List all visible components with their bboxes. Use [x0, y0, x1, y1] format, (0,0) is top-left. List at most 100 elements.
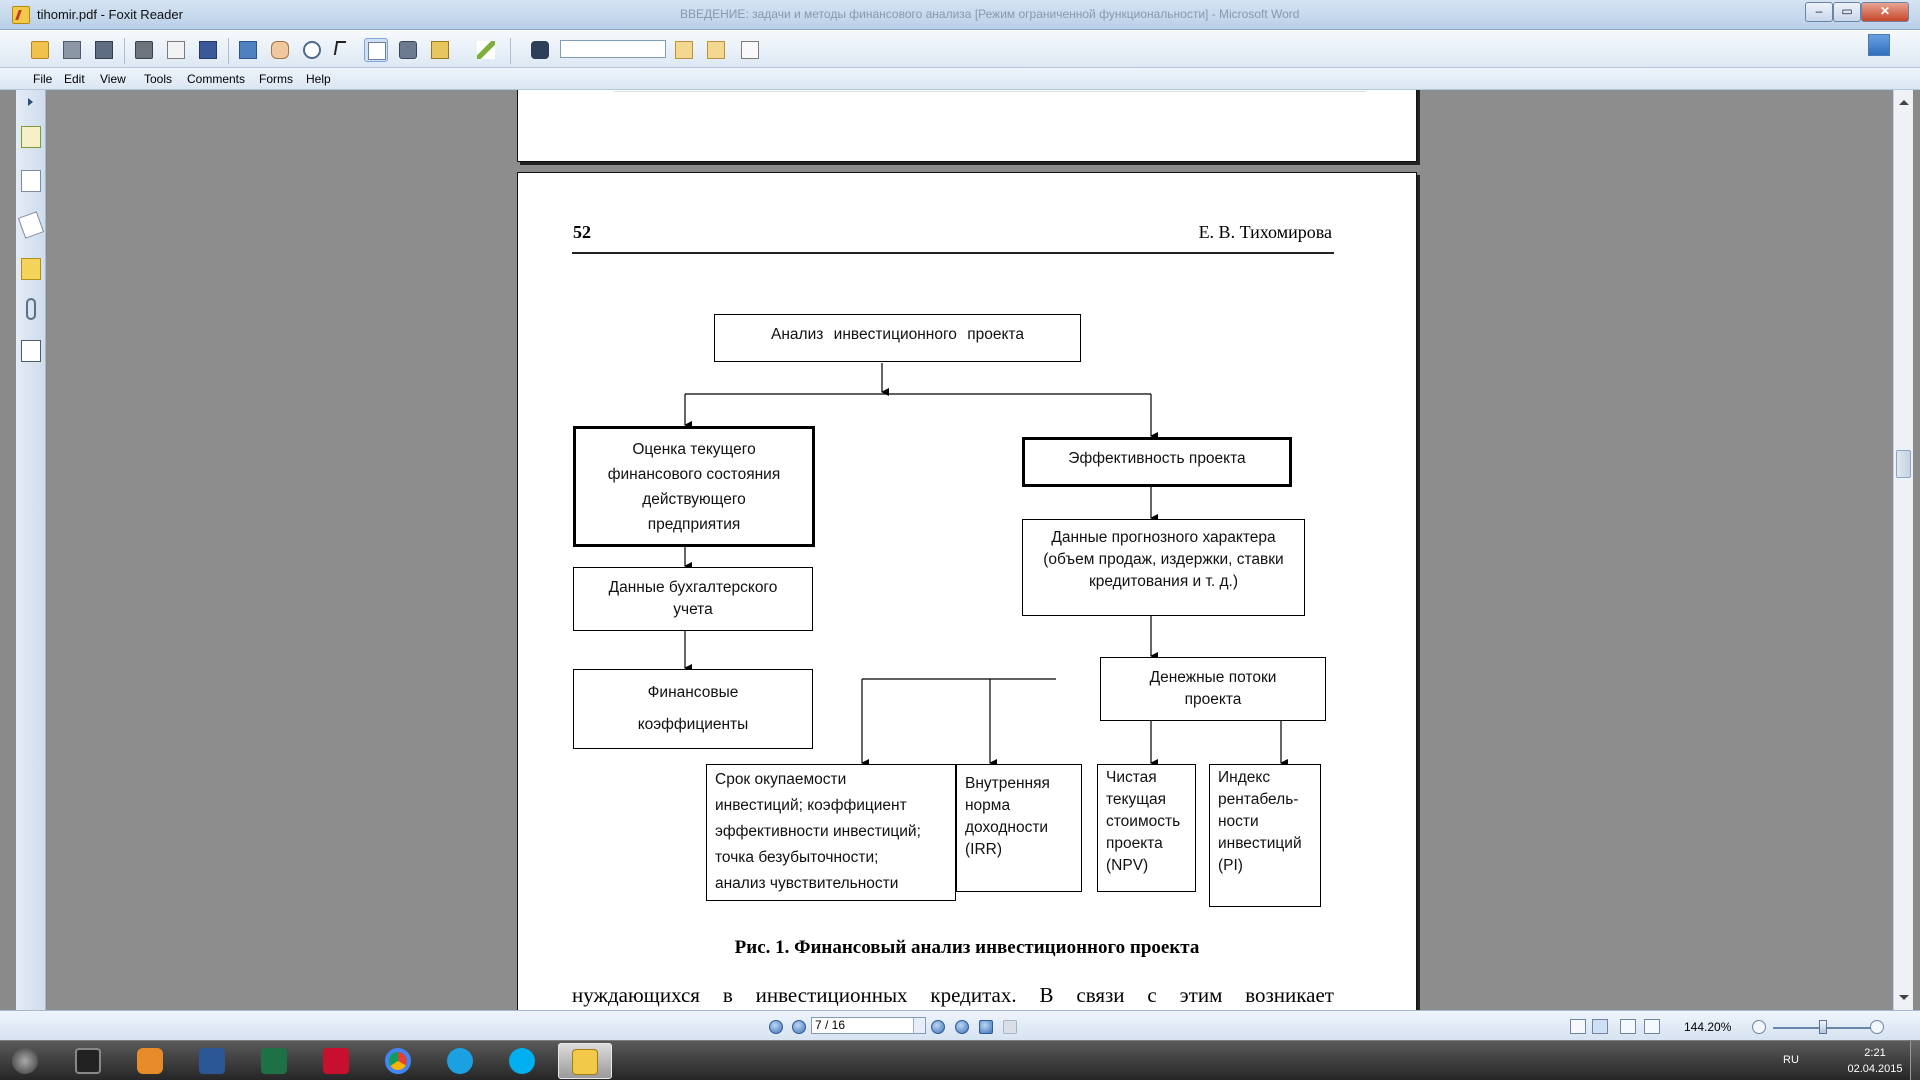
- taskbar-excel[interactable]: [248, 1043, 302, 1079]
- select-tool-icon[interactable]: [332, 38, 356, 62]
- menu-forms[interactable]: Forms: [259, 72, 293, 86]
- window-title: tihomir.pdf - Foxit Reader: [37, 7, 183, 22]
- restore-toolbar-icon[interactable]: [1868, 34, 1890, 56]
- menu-help[interactable]: Help: [306, 72, 331, 86]
- box-current-financial-state-line-4: предприятия: [647, 515, 741, 533]
- current-page: 52 Е. В. Тихомирова: [517, 172, 1417, 1010]
- box-npv-line-4: проекта: [1106, 835, 1163, 852]
- expand-panel-icon[interactable]: [28, 98, 33, 106]
- start-button[interactable]: [0, 1043, 54, 1079]
- box-npv-line-1: Чистая: [1106, 769, 1157, 786]
- show-desktop-button[interactable]: [1910, 1041, 1920, 1080]
- vertical-scrollbar[interactable]: [1893, 90, 1913, 1010]
- page-number-field[interactable]: 7 / 16: [811, 1017, 926, 1034]
- hand-tool-icon[interactable]: [268, 38, 292, 62]
- box-current-financial-state-line-3: действующего: [642, 490, 746, 508]
- continuous-facing-view-icon[interactable]: [1644, 1019, 1660, 1034]
- page-dropdown-icon[interactable]: [913, 1018, 925, 1033]
- previous-page-text-line: [614, 91, 1366, 92]
- save-all-icon[interactable]: [92, 38, 116, 62]
- document-viewport[interactable]: 52 Е. В. Тихомирова: [47, 90, 1893, 1010]
- page-header-author: Е. В. Тихомирова: [1198, 222, 1332, 242]
- taskbar-zynga[interactable]: [310, 1043, 364, 1079]
- zoom-slider-thumb[interactable]: [1819, 1020, 1827, 1034]
- taskbar-media-player[interactable]: [124, 1043, 178, 1079]
- taskbar-camera-app[interactable]: [62, 1043, 116, 1079]
- zoom-tool-icon[interactable]: [300, 38, 324, 62]
- zoom-out-icon[interactable]: [1752, 1020, 1766, 1034]
- taskbar-foxit-reader[interactable]: [558, 1043, 612, 1079]
- maximize-button[interactable]: ▭: [1833, 2, 1861, 22]
- box-payback-metrics-line-1: Срок окупаемости: [715, 771, 847, 788]
- box-project-efficiency: Эффективность проекта: [1022, 437, 1292, 487]
- taskbar-skype[interactable]: [496, 1043, 550, 1079]
- scrollbar-thumb[interactable]: [1896, 450, 1911, 478]
- taskbar-internet-explorer[interactable]: [434, 1043, 488, 1079]
- next-page-icon[interactable]: [931, 1020, 945, 1034]
- typewriter-icon[interactable]: [428, 38, 452, 62]
- zoom-level[interactable]: 144.20%: [1684, 1020, 1732, 1034]
- scroll-up-icon[interactable]: [1899, 100, 1909, 105]
- find-icon[interactable]: [528, 38, 552, 62]
- diagram-connectors: [684, 363, 1288, 767]
- menu-comments[interactable]: Comments: [187, 72, 246, 86]
- continuous-view-icon[interactable]: [1592, 1019, 1608, 1034]
- text-select-icon[interactable]: [364, 38, 388, 62]
- status-bar: 7 / 16 144.20%: [0, 1010, 1920, 1040]
- toolbar-separator: [228, 38, 229, 64]
- box-irr-line-4: (IRR): [965, 841, 1003, 858]
- menu-file[interactable]: File: [33, 72, 53, 86]
- diagram-root-label: Анализ инвестиционного проекта: [771, 326, 1024, 343]
- taskbar-word[interactable]: [186, 1043, 240, 1079]
- tray-date-value: 02.04.2015: [1847, 1063, 1903, 1075]
- bookmarks-icon[interactable]: [21, 126, 41, 148]
- single-page-view-icon[interactable]: [1570, 1019, 1586, 1034]
- foxit-app-icon: [12, 6, 30, 24]
- find-next-icon[interactable]: [704, 38, 728, 62]
- open-icon[interactable]: [28, 38, 52, 62]
- box-payback-metrics-line-4: точка безубыточности;: [715, 849, 879, 866]
- box-accounting-data-line-1: Данные бухгалтерского: [608, 579, 778, 596]
- box-project-efficiency-label: Эффективность проекта: [1068, 450, 1246, 467]
- facebook-icon[interactable]: [196, 38, 220, 62]
- box-current-financial-state-line-1: Оценка текущего: [632, 440, 756, 458]
- save-icon[interactable]: [60, 38, 84, 62]
- menu-view[interactable]: View: [100, 72, 126, 86]
- print-icon[interactable]: [132, 38, 156, 62]
- menu-tools[interactable]: Tools: [144, 72, 173, 86]
- first-page-icon[interactable]: [769, 1020, 783, 1034]
- pages-icon[interactable]: [21, 170, 41, 192]
- box-payback-metrics-line-3: эффективности инвестиций;: [715, 823, 921, 840]
- menu-edit[interactable]: Edit: [64, 72, 85, 86]
- signatures-icon[interactable]: [21, 340, 41, 362]
- snapshot-icon[interactable]: [396, 38, 420, 62]
- previous-page-icon[interactable]: [792, 1020, 806, 1034]
- attachments-icon[interactable]: [26, 298, 36, 320]
- comments-icon[interactable]: [21, 258, 41, 280]
- box-financial-ratios-line-1: Финансовые: [647, 684, 739, 701]
- facing-view-icon[interactable]: [1620, 1019, 1636, 1034]
- box-forecast-data-line-1: Данные прогнозного характера: [1051, 528, 1276, 546]
- close-button[interactable]: ✕: [1861, 2, 1909, 22]
- email-icon[interactable]: [164, 38, 188, 62]
- tray-clock[interactable]: 2:21 02.04.2015: [1845, 1045, 1905, 1077]
- zoom-in-icon[interactable]: [1870, 1020, 1884, 1034]
- fullscreen-icon[interactable]: [236, 38, 260, 62]
- box-npv-line-3: стоимость: [1106, 813, 1181, 830]
- last-page-icon[interactable]: [955, 1020, 969, 1034]
- find-prev-icon[interactable]: [672, 38, 696, 62]
- go-forward-icon[interactable]: [1003, 1020, 1017, 1034]
- pen-icon[interactable]: [474, 38, 498, 62]
- title-bar: tihomir.pdf - Foxit Reader ВВЕДЕНИЕ: зад…: [0, 0, 1920, 30]
- tray-language[interactable]: RU: [1783, 1054, 1799, 1066]
- box-pi-line-4: инвестиций: [1218, 835, 1302, 852]
- find-input[interactable]: [560, 40, 666, 58]
- go-back-icon[interactable]: [979, 1020, 993, 1034]
- minimize-button[interactable]: –: [1805, 2, 1833, 22]
- box-payback-metrics-line-2: инвестиций; коэффициент: [715, 797, 907, 814]
- highlight-icon[interactable]: [738, 38, 762, 62]
- scroll-down-icon[interactable]: [1899, 995, 1909, 1000]
- taskbar-chrome[interactable]: [372, 1043, 426, 1079]
- box-irr-line-3: доходности: [965, 819, 1049, 836]
- layers-icon[interactable]: [17, 211, 45, 239]
